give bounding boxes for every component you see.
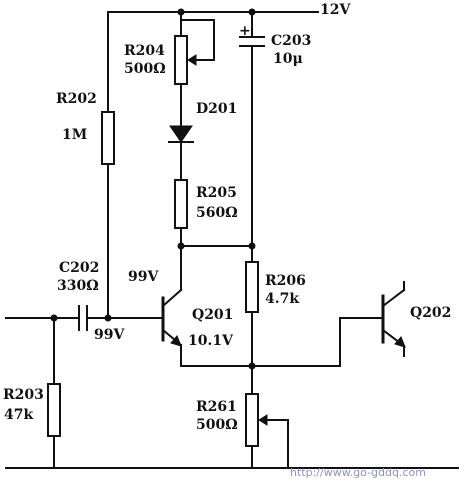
resistor-r202 [101,111,115,165]
r204-wiper-arrow-icon [187,54,197,66]
r261-value: 500Ω [196,417,238,433]
collector-voltage: 99V [128,269,159,285]
r205-name: R205 [196,185,237,201]
wire-r204-wiper [180,19,215,61]
wire-r261-wiper [262,419,289,469]
resistor-r203 [47,383,61,437]
junction-c203 [248,8,256,16]
q201-emitter-voltage: 10.1V [188,333,233,349]
q201-name: Q201 [192,307,234,323]
supply-label: 12V [320,2,351,18]
r203-name: R203 [3,387,44,403]
watermark: http://www.go-gddq.com [290,466,426,479]
d201-name: D201 [196,101,238,117]
r206-name: R206 [265,273,306,289]
resistor-r205 [174,179,188,229]
r205-value: 560Ω [196,205,238,221]
junction-r204 [177,8,185,16]
wire-to-q202 [251,317,383,367]
c202-name: C202 [59,260,100,276]
c203-polarity: + [239,23,251,39]
r202-name: R202 [56,91,97,107]
potentiometer-r261 [245,393,259,447]
r204-value: 500Ω [124,61,166,77]
c202-value: 330Ω [57,278,99,294]
r204-name: R204 [124,43,165,59]
resistor-r206 [245,261,259,313]
r202-value: 1M [62,127,88,143]
q201-emitter-arrow-icon [170,335,182,347]
q201-collector-lead [161,288,183,308]
potentiometer-r204 [174,35,188,85]
q202-collector-lead [381,288,406,308]
r261-wiper-arrow-icon [258,414,268,426]
q202-name: Q202 [410,305,452,321]
c203-name: C203 [271,33,312,49]
base-voltage: 99V [94,327,125,343]
q202-emitter-arrow-icon [394,336,406,348]
r261-name: R261 [196,399,237,415]
r206-value: 4.7k [265,291,300,307]
c203-value: 10μ [273,51,303,67]
r203-value: 47k [4,407,34,423]
diode-d201-icon [169,125,193,143]
